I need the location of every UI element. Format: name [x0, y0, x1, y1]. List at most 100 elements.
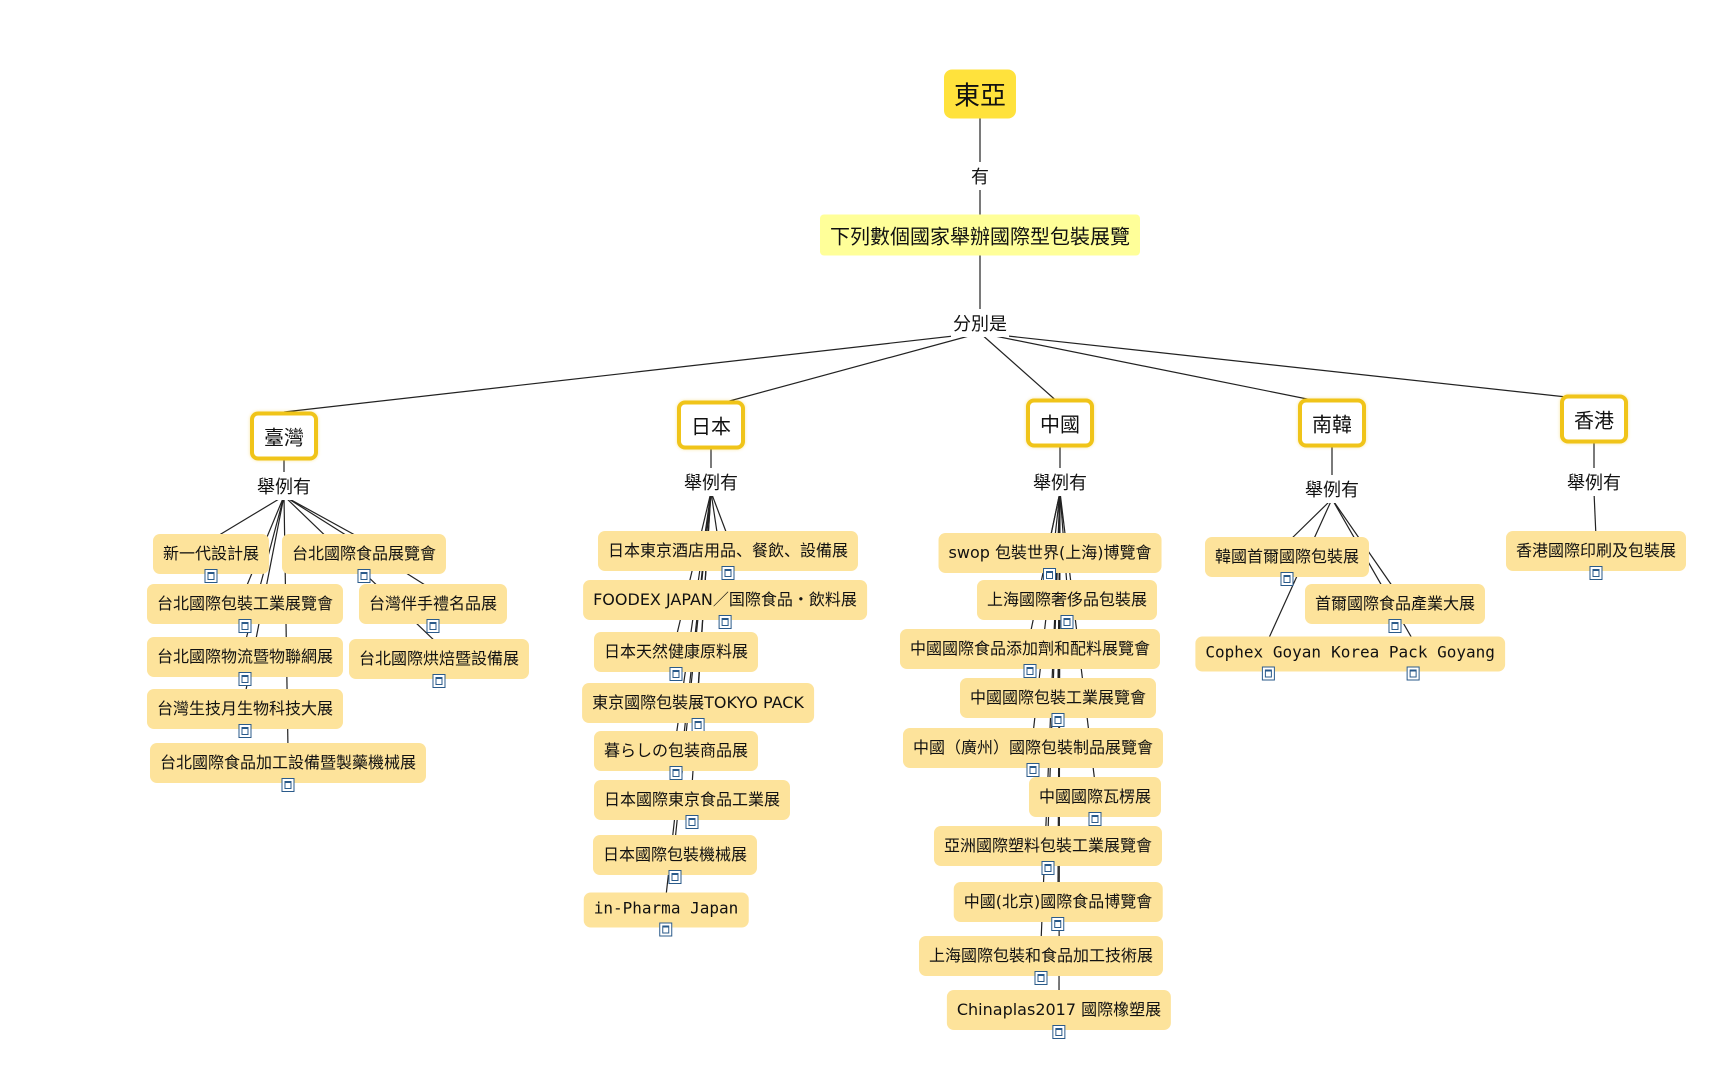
sub-concept-node[interactable]: 下列數個國家舉辦國際型包裝展覽	[820, 214, 1140, 256]
exhibition-item[interactable]: 台北國際食品加工設備暨製藥機械展	[149, 743, 427, 792]
root-concept-node[interactable]: 東亞	[943, 69, 1017, 119]
item-label: Korea Pack Goyang	[1331, 642, 1495, 662]
item-label: swop 包裝世界(上海)博覽會	[948, 543, 1152, 562]
connector-line	[710, 491, 729, 538]
item-label: 香港國際印刷及包裝展	[1515, 541, 1677, 560]
exhibition-item[interactable]: 台北國際烘焙暨設備展	[348, 639, 530, 688]
exhibition-item[interactable]: 中國國際食品添加劑和配料展覽會	[899, 629, 1161, 678]
exhibition-item[interactable]: in-Pharma Japan	[583, 892, 749, 937]
exhibition-item[interactable]: 日本東京酒店用品、餐飲、設備展	[597, 531, 859, 580]
item-label: 中國國際食品添加劑和配料展覽會	[909, 639, 1151, 658]
root-label: 東亞	[953, 81, 1007, 112]
document-icon[interactable]	[281, 778, 295, 792]
exhibition-item[interactable]: 中國（廣州）國際包裝制品展覽會	[902, 728, 1164, 777]
exhibition-item[interactable]: 亞洲國際塑料包裝工業展覽會	[933, 826, 1163, 875]
exhibition-item[interactable]: 中國國際瓦楞展	[1028, 777, 1162, 826]
exhibition-item[interactable]: 日本國際包裝機械展	[592, 835, 758, 884]
item-label: 暮らしの包装商品展	[603, 741, 749, 760]
document-icon[interactable]	[1060, 615, 1074, 629]
item-label: 台北國際食品展覽會	[291, 544, 437, 563]
country-node-japan[interactable]: 日本	[677, 400, 745, 450]
country-label: 南韓	[1312, 412, 1352, 437]
root-link-phrase: 有	[969, 162, 991, 190]
item-label: Chinaplas2017 國際橡塑展	[956, 1000, 1162, 1019]
item-label: 日本國際包裝機械展	[602, 845, 748, 864]
exhibition-item[interactable]: 上海國際奢侈品包裝展	[976, 580, 1158, 629]
document-icon[interactable]	[1280, 572, 1294, 586]
item-label: 日本國際東京食品工業展	[603, 790, 781, 809]
sub-label: 下列數個國家舉辦國際型包裝展覽	[830, 224, 1130, 249]
item-label: 亞洲國際塑料包裝工業展覽會	[943, 836, 1153, 855]
exhibition-item[interactable]: Cophex Goyang	[1195, 636, 1341, 681]
document-icon[interactable]	[432, 674, 446, 688]
item-label: 中國（廣州）國際包裝制品展覽會	[912, 738, 1154, 757]
exhibition-item[interactable]: 香港國際印刷及包裝展	[1505, 531, 1687, 580]
document-icon[interactable]	[685, 815, 699, 829]
country-label: 香港	[1574, 408, 1614, 433]
document-icon[interactable]	[426, 619, 440, 633]
document-icon[interactable]	[721, 566, 735, 580]
document-icon[interactable]	[1034, 971, 1048, 985]
connector-line	[710, 332, 981, 407]
country-node-south-korea[interactable]: 南韓	[1298, 398, 1366, 448]
exhibition-item[interactable]: swop 包裝世界(上海)博覽會	[938, 533, 1162, 582]
document-icon[interactable]	[1261, 666, 1275, 681]
document-icon[interactable]	[238, 672, 252, 686]
exhibition-item[interactable]: 上海國際包裝和食品加工技術展	[918, 936, 1164, 985]
exhibition-item[interactable]: Korea Pack Goyang	[1321, 636, 1505, 681]
document-icon[interactable]	[1589, 566, 1603, 580]
exhibition-item[interactable]: 台北國際食品展覽會	[281, 534, 447, 583]
country-label: 臺灣	[264, 425, 304, 450]
item-label: 日本東京酒店用品、餐飲、設備展	[607, 541, 849, 560]
exhibition-item[interactable]: 台灣生技月生物科技大展	[146, 689, 344, 738]
country-node-china[interactable]: 中國	[1026, 398, 1094, 448]
item-label: 日本天然健康原料展	[603, 642, 749, 661]
document-icon[interactable]	[718, 615, 732, 629]
exhibition-item[interactable]: 首爾國際食品產業大展	[1304, 584, 1486, 633]
document-icon[interactable]	[1052, 1025, 1066, 1039]
item-label: 中國國際包裝工業展覽會	[969, 688, 1147, 707]
country-node-hong-kong[interactable]: 香港	[1560, 394, 1628, 444]
document-icon[interactable]	[204, 569, 218, 583]
exhibition-item[interactable]: 中國(北京)國際食品博覽會	[953, 882, 1163, 931]
document-icon[interactable]	[1023, 664, 1037, 678]
exhibition-item[interactable]: 日本國際東京食品工業展	[593, 780, 791, 829]
exhibition-item[interactable]: 東京國際包裝展TOKYO PACK	[582, 683, 814, 732]
sub-link-phrase: 分別是	[951, 309, 1009, 337]
document-icon[interactable]	[238, 724, 252, 738]
exhibition-item[interactable]: 日本天然健康原料展	[593, 632, 759, 681]
document-icon[interactable]	[669, 667, 683, 681]
document-icon[interactable]	[1041, 861, 1055, 875]
document-icon[interactable]	[669, 766, 683, 780]
document-icon[interactable]	[668, 870, 682, 884]
item-label: 東京國際包裝展TOKYO PACK	[592, 693, 804, 712]
exhibition-item[interactable]: 暮らしの包装商品展	[593, 731, 759, 780]
exhibition-item[interactable]: 台北國際包裝工業展覽會	[146, 584, 344, 633]
country-label: 日本	[691, 414, 731, 439]
document-icon[interactable]	[357, 569, 371, 583]
exhibition-item[interactable]: FOODEX JAPAN／国際食品・飲料展	[583, 580, 867, 629]
document-icon[interactable]	[1088, 812, 1102, 826]
country-node-taiwan[interactable]: 臺灣	[250, 411, 318, 461]
exhibition-item[interactable]: 韓國首爾國際包裝展	[1204, 537, 1370, 586]
document-icon[interactable]	[1026, 763, 1040, 777]
document-icon[interactable]	[1051, 713, 1065, 727]
document-icon[interactable]	[691, 718, 705, 732]
item-label: 新一代設計展	[162, 544, 260, 563]
document-icon[interactable]	[1406, 666, 1420, 681]
item-label: 台北國際烘焙暨設備展	[358, 649, 520, 668]
connector-line	[283, 495, 365, 541]
exhibition-item[interactable]: Chinaplas2017 國際橡塑展	[946, 990, 1172, 1039]
document-icon[interactable]	[1388, 619, 1402, 633]
link-phrase-taiwan: 舉例有	[255, 472, 313, 500]
document-icon[interactable]	[238, 619, 252, 633]
document-icon[interactable]	[1051, 917, 1065, 931]
exhibition-item[interactable]: 台北國際物流暨物聯網展	[146, 637, 344, 686]
link-phrase-japan: 舉例有	[682, 468, 740, 496]
document-icon[interactable]	[659, 922, 673, 937]
exhibition-item[interactable]: 新一代設計展	[152, 534, 270, 583]
exhibition-item[interactable]: 中國國際包裝工業展覽會	[959, 678, 1157, 727]
connector-line	[979, 332, 1595, 401]
item-label: 台灣伴手禮名品展	[368, 594, 498, 613]
exhibition-item[interactable]: 台灣伴手禮名品展	[358, 584, 508, 633]
